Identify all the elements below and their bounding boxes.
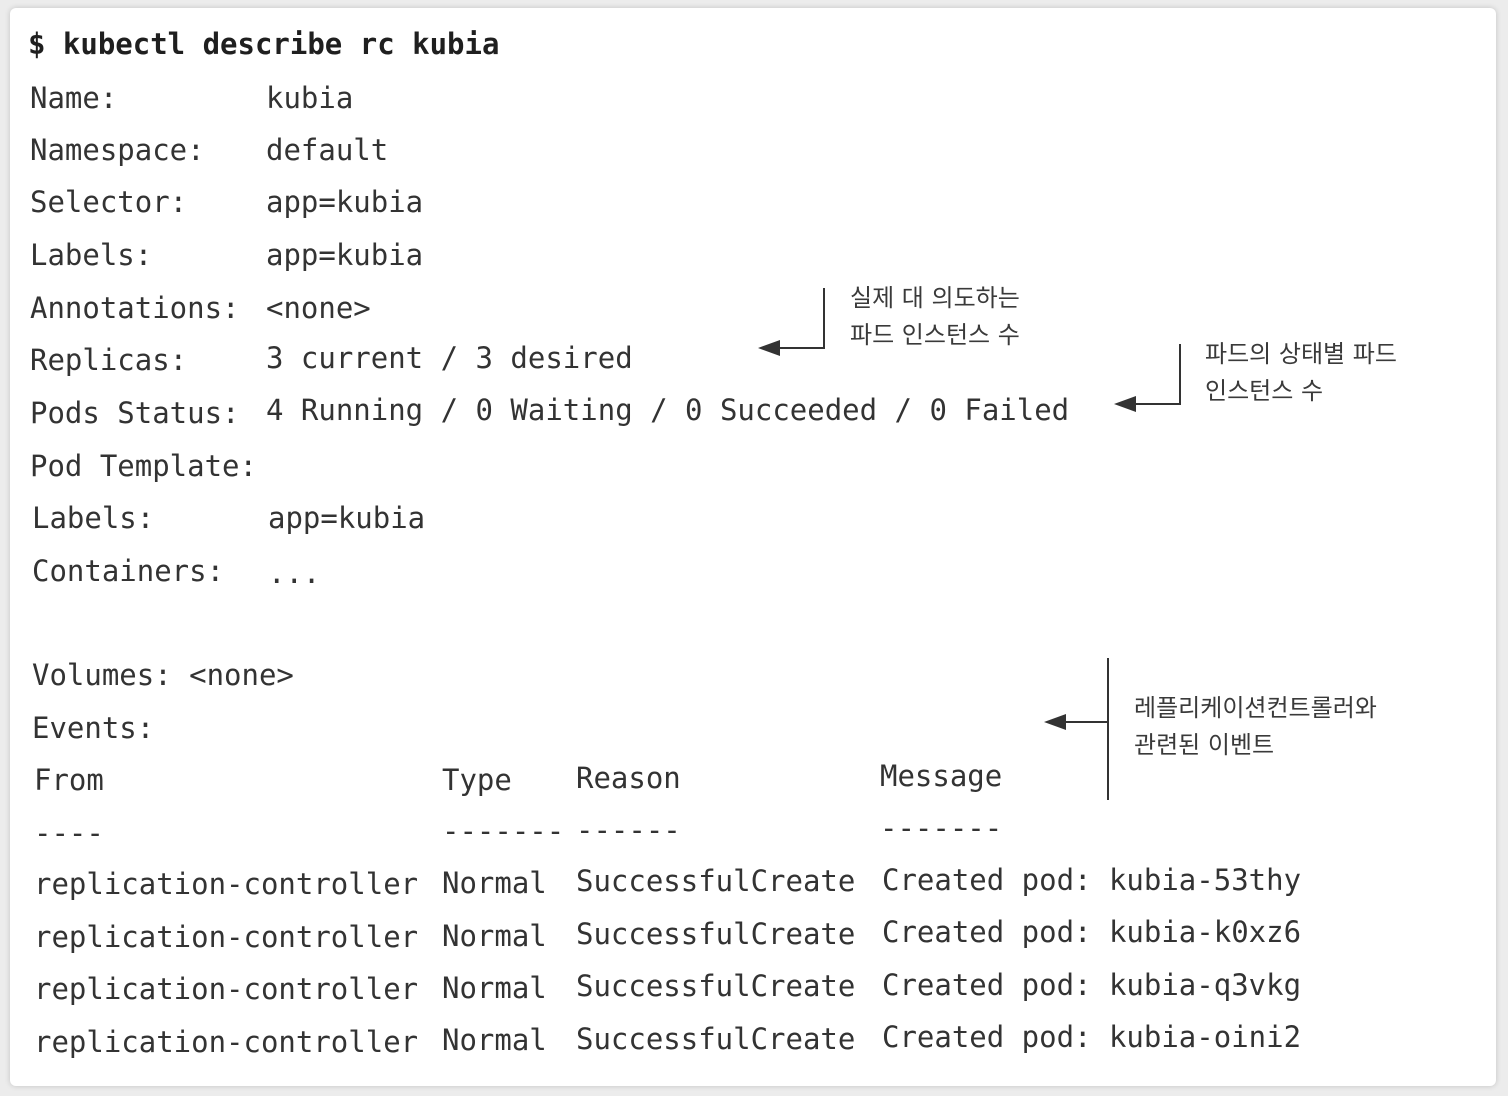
document-card bbox=[10, 8, 1496, 1086]
field-value-replicas: 3 current / 3 desired bbox=[266, 341, 633, 375]
events-separator-from: ---- bbox=[34, 816, 104, 850]
table-row-3-reason: SuccessfulCreate bbox=[576, 969, 856, 1003]
field-label-selector: Selector: bbox=[30, 185, 188, 219]
events-label: Events: bbox=[32, 711, 155, 745]
table-row-1-type: Normal bbox=[442, 866, 547, 900]
events-header-reason: Reason bbox=[576, 761, 681, 795]
field-value-labels: app=kubia bbox=[266, 238, 424, 272]
replicas-arrow-icon bbox=[758, 288, 825, 356]
events-bracket-icon bbox=[1044, 658, 1109, 800]
table-row-4-from: replication-controller bbox=[34, 1025, 419, 1059]
events-separator-message: ------- bbox=[880, 811, 1003, 845]
field-value-template-labels: app=kubia bbox=[268, 501, 426, 535]
table-row-2-type: Normal bbox=[442, 919, 547, 953]
events-note-line-1: 레플리케이션컨트롤러와 bbox=[1134, 694, 1377, 722]
table-row-4-type: Normal bbox=[442, 1023, 547, 1057]
pods-status-note-line-1: 파드의 상태별 파드 bbox=[1205, 340, 1397, 368]
events-header-type: Type bbox=[442, 763, 512, 797]
events-header-message: Message bbox=[880, 759, 1003, 793]
field-value-annotations: <none> bbox=[266, 291, 371, 325]
command-line: $ kubectl describe rc kubia bbox=[28, 27, 500, 61]
table-row-4-message: Created pod: kubia-oini2 bbox=[882, 1020, 1302, 1054]
field-value-containers: ... bbox=[268, 556, 321, 590]
field-label-labels: Labels: bbox=[30, 238, 153, 272]
field-label-template-labels: Labels: bbox=[32, 501, 155, 535]
table-row-4-reason: SuccessfulCreate bbox=[576, 1022, 856, 1056]
field-value-selector: app=kubia bbox=[266, 185, 424, 219]
field-label-pod-template: Pod Template: bbox=[30, 449, 257, 483]
replicas-note-line-1: 실제 대 의도하는 bbox=[850, 284, 1020, 312]
events-note-line-2: 관련된 이벤트 bbox=[1134, 731, 1275, 759]
field-label-replicas: Replicas: bbox=[30, 343, 188, 377]
field-label-namespace: Namespace: bbox=[30, 133, 205, 167]
field-label-pods-status: Pods Status: bbox=[30, 396, 240, 430]
table-row-2-reason: SuccessfulCreate bbox=[576, 917, 856, 951]
replicas-note-line-2: 파드 인스턴스 수 bbox=[850, 321, 1020, 349]
events-separator-type: ------- bbox=[442, 814, 565, 848]
table-row-3-message: Created pod: kubia-q3vkg bbox=[882, 968, 1302, 1002]
field-label-name: Name: bbox=[30, 81, 118, 115]
table-row-1-reason: SuccessfulCreate bbox=[576, 864, 856, 898]
field-value-namespace: default bbox=[266, 133, 389, 167]
pods-status-note-line-2: 인스턴스 수 bbox=[1205, 377, 1324, 405]
field-label-containers: Containers: bbox=[32, 554, 225, 588]
events-separator-reason: ------ bbox=[576, 813, 681, 847]
events-header-from: From bbox=[34, 763, 104, 797]
pods-status-arrow-icon bbox=[1114, 344, 1181, 412]
table-row-2-message: Created pod: kubia-k0xz6 bbox=[882, 915, 1302, 949]
table-row-3-type: Normal bbox=[442, 971, 547, 1005]
table-row-1-message: Created pod: kubia-53thy bbox=[882, 863, 1302, 897]
table-row-3-from: replication-controller bbox=[34, 972, 419, 1006]
table-row-2-from: replication-controller bbox=[34, 920, 419, 954]
volumes-line: Volumes: <none> bbox=[32, 658, 294, 692]
table-row-1-from: replication-controller bbox=[34, 867, 419, 901]
field-value-pods-status: 4 Running / 0 Waiting / 0 Succeeded / 0 … bbox=[266, 393, 1070, 427]
field-label-annotations: Annotations: bbox=[30, 291, 240, 325]
field-value-name: kubia bbox=[266, 81, 354, 115]
